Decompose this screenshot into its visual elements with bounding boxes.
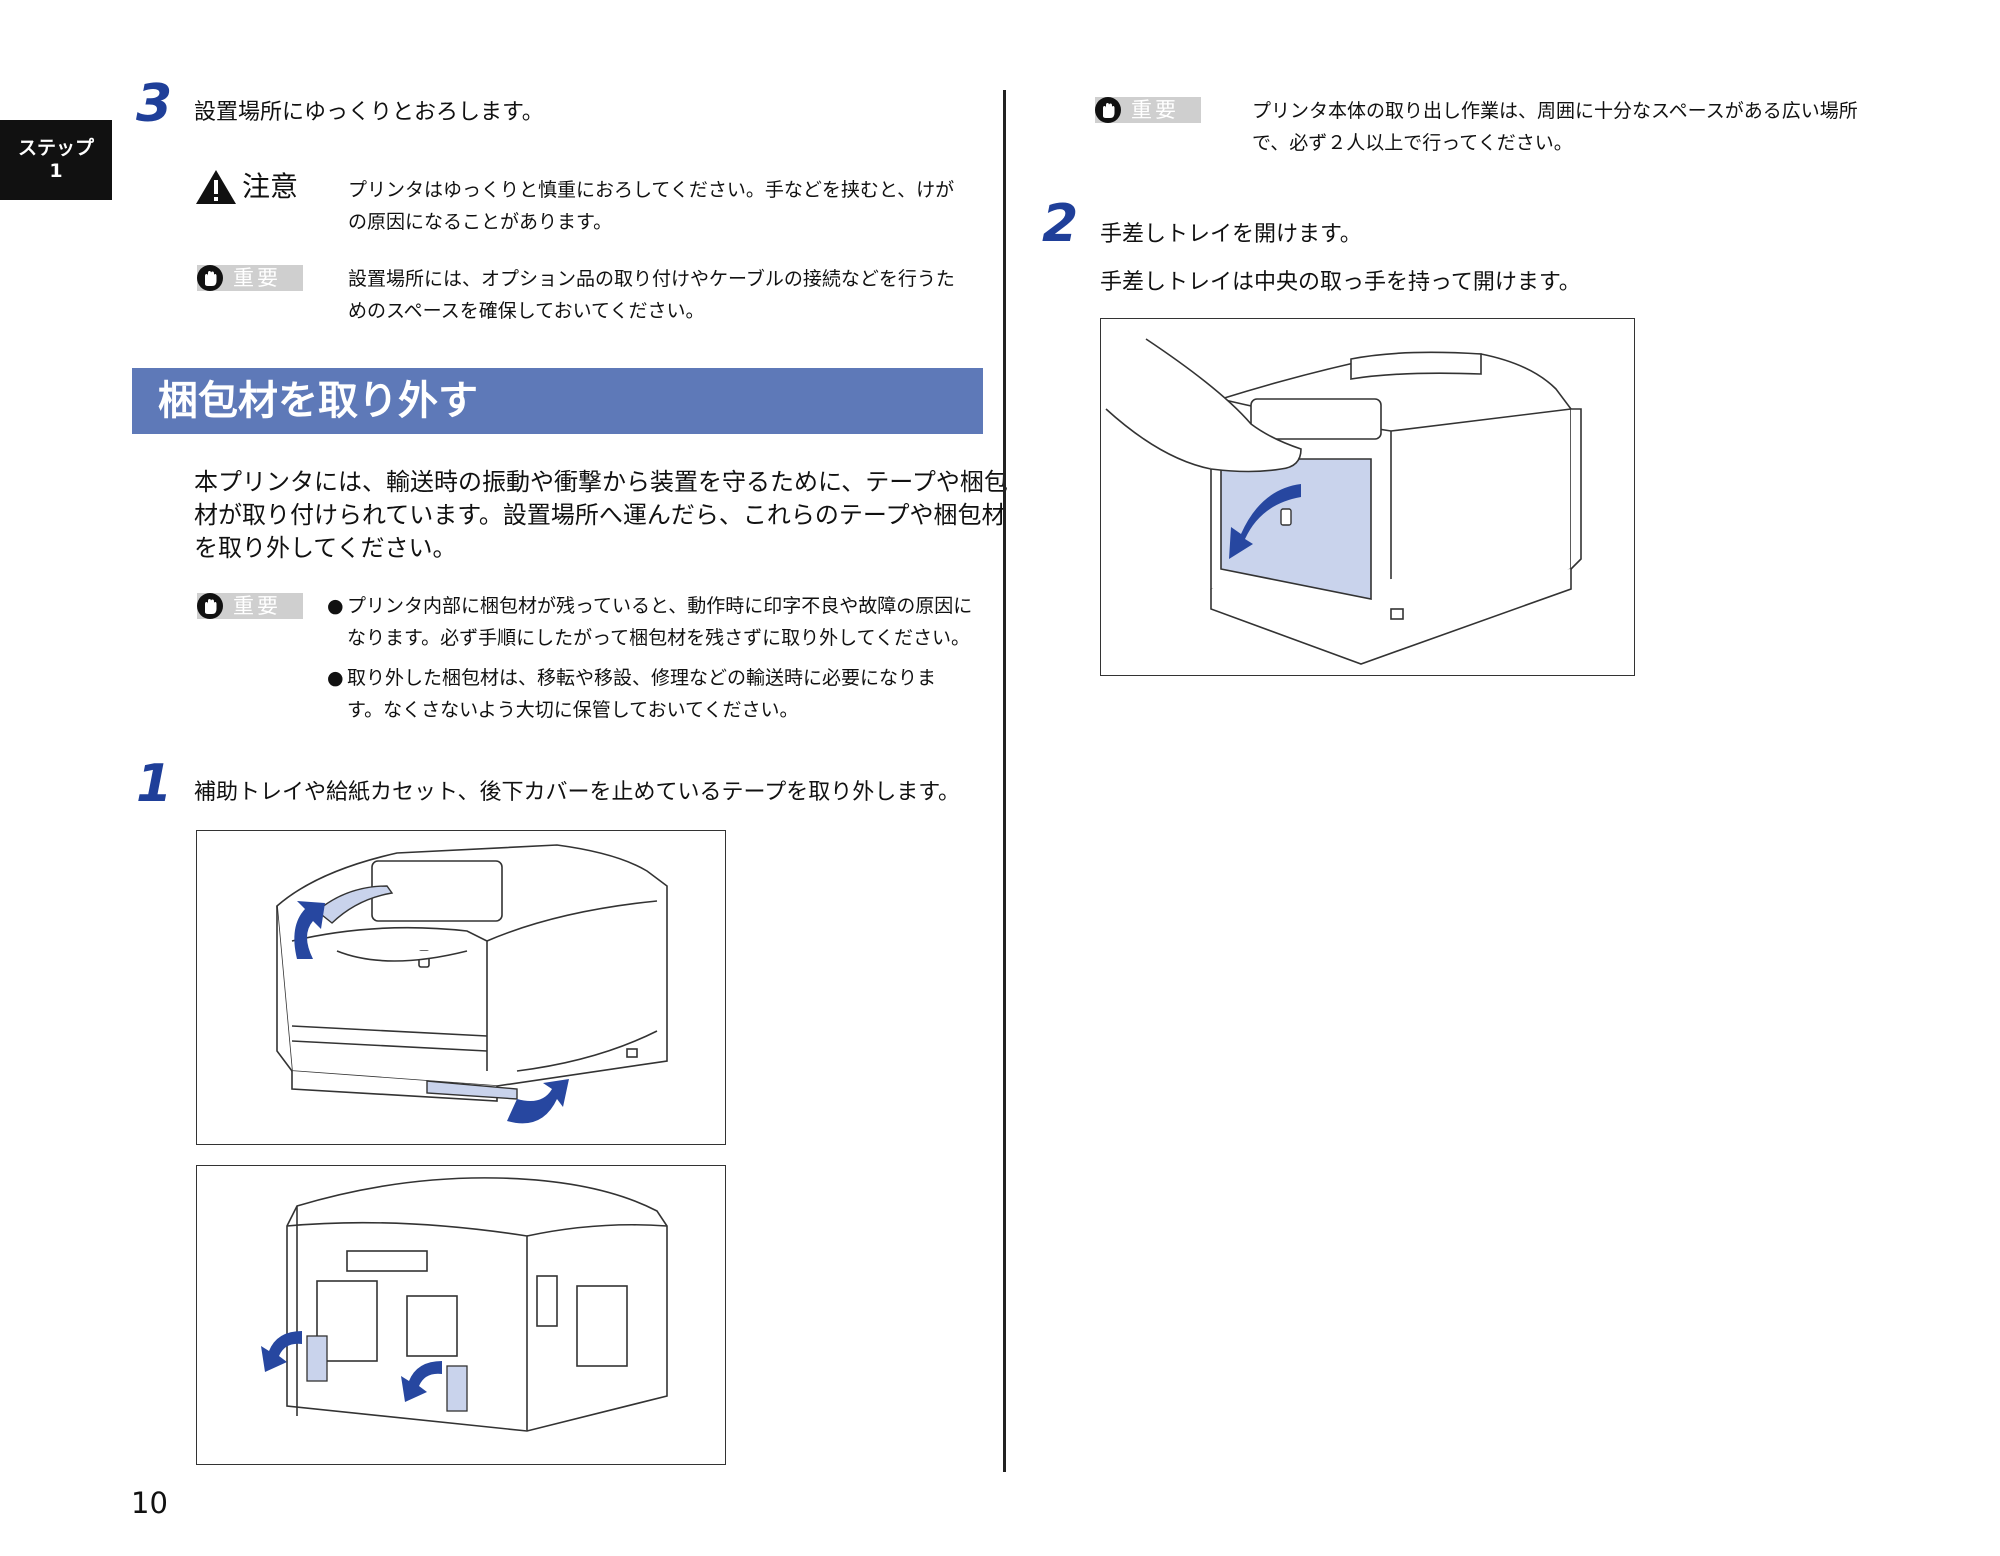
bullet-dot-icon: ●: [327, 595, 344, 617]
caution-line: の原因になることがあります。: [348, 211, 613, 233]
bullet-line: 取り外した梱包材は、移転や移設、修理などの輸送時に必要になりま: [347, 667, 937, 689]
step-3-title: 設置場所にゆっくりとおろします。: [194, 100, 544, 125]
bullet-dot-icon: ●: [327, 667, 344, 689]
step-number-2: 2: [1042, 194, 1079, 254]
important-line: 設置場所には、オプション品の取り付けやケーブルの接続などを行うた: [348, 268, 955, 290]
important-line: で、必ず２人以上で行ってください。: [1252, 132, 1573, 154]
hand-stop-icon: [1095, 97, 1121, 123]
important-line: プリンタ本体の取り出し作業は、周囲に十分なスペースがある広い場所: [1252, 100, 1858, 122]
intro-paragraph: 本プリンタには、輸送時の振動や衝撃から装置を守るために、テープや梱包 材が取り付…: [194, 466, 1008, 565]
hand-stop-icon: [197, 593, 223, 619]
step-side-tab: ステップ 1: [0, 120, 112, 200]
printer-rear-illustration: [261, 1177, 668, 1432]
caution-body: プリンタはゆっくりと慎重におろしてください。手などを挟むと、けが の原因になるこ…: [348, 174, 954, 238]
bullet-line: なります。必ず手順にしたがって梱包材を残さずに取り外してください。: [347, 627, 971, 649]
intro-line: 材が取り付けられています。設置場所へ運んだら、これらのテープや梱包材: [194, 501, 1006, 529]
figure-printer-front-tape: [196, 830, 726, 1145]
caution-label: 注意: [194, 168, 298, 206]
bullet-line: す。なくさないよう大切に保管しておいてください。: [347, 699, 799, 721]
bullet-list: ● プリンタ内部に梱包材が残っていると、動作時に印字不良や故障の原因に なります…: [327, 590, 972, 726]
step-number-1: 1: [136, 754, 173, 814]
important-body: 設置場所には、オプション品の取り付けやケーブルの接続などを行うた めのスペースを…: [348, 263, 955, 327]
step-2-title: 手差しトレイを開けます。: [1100, 222, 1362, 247]
important-badge: 重要: [1095, 97, 1201, 123]
step-2-description: 手差しトレイは中央の取っ手を持って開けます。: [1100, 270, 1581, 295]
column-divider: [1003, 90, 1006, 1472]
important-label: 重要: [233, 594, 281, 618]
important-body-right: プリンタ本体の取り出し作業は、周囲に十分なスペースがある広い場所 で、必ず２人以…: [1252, 95, 1858, 159]
intro-line: を取り外してください。: [194, 534, 457, 562]
caution-text: 注意: [242, 170, 299, 203]
important-badge: 重要: [197, 265, 303, 291]
step-number-3: 3: [136, 74, 173, 134]
figure-open-manual-tray: [1100, 318, 1635, 676]
figure-printer-rear-tape: [196, 1165, 726, 1465]
step-1-title: 補助トレイや給紙カセット、後下カバーを止めているテープを取り外します。: [194, 780, 961, 805]
hand-stop-icon: [197, 265, 223, 291]
important-badge: 重要: [197, 593, 303, 619]
bullet-line: プリンタ内部に梱包材が残っていると、動作時に印字不良や故障の原因に: [347, 595, 973, 617]
intro-line: 本プリンタには、輸送時の振動や衝撃から装置を守るために、テープや梱包: [194, 468, 1008, 496]
important-label: 重要: [1131, 98, 1179, 122]
page-number: 10: [131, 1486, 168, 1520]
bullet-item: 取り外した梱包材は、移転や移設、修理などの輸送時に必要になりま す。なくさないよ…: [347, 662, 936, 726]
bullet-item: プリンタ内部に梱包材が残っていると、動作時に印字不良や故障の原因に なります。必…: [347, 590, 972, 654]
warning-triangle-icon: [196, 170, 236, 204]
side-tab-number: 1: [49, 160, 63, 182]
side-tab-label: ステップ: [17, 137, 94, 159]
printer-front-illustration: [276, 844, 668, 1124]
important-label: 重要: [233, 266, 281, 290]
important-line: めのスペースを確保しておいてください。: [348, 300, 705, 322]
caution-line: プリンタはゆっくりと慎重におろしてください。手などを挟むと、けが: [348, 179, 955, 201]
section-heading: 梱包材を取り外す: [132, 368, 983, 434]
open-tray-illustration: [1105, 338, 1582, 665]
